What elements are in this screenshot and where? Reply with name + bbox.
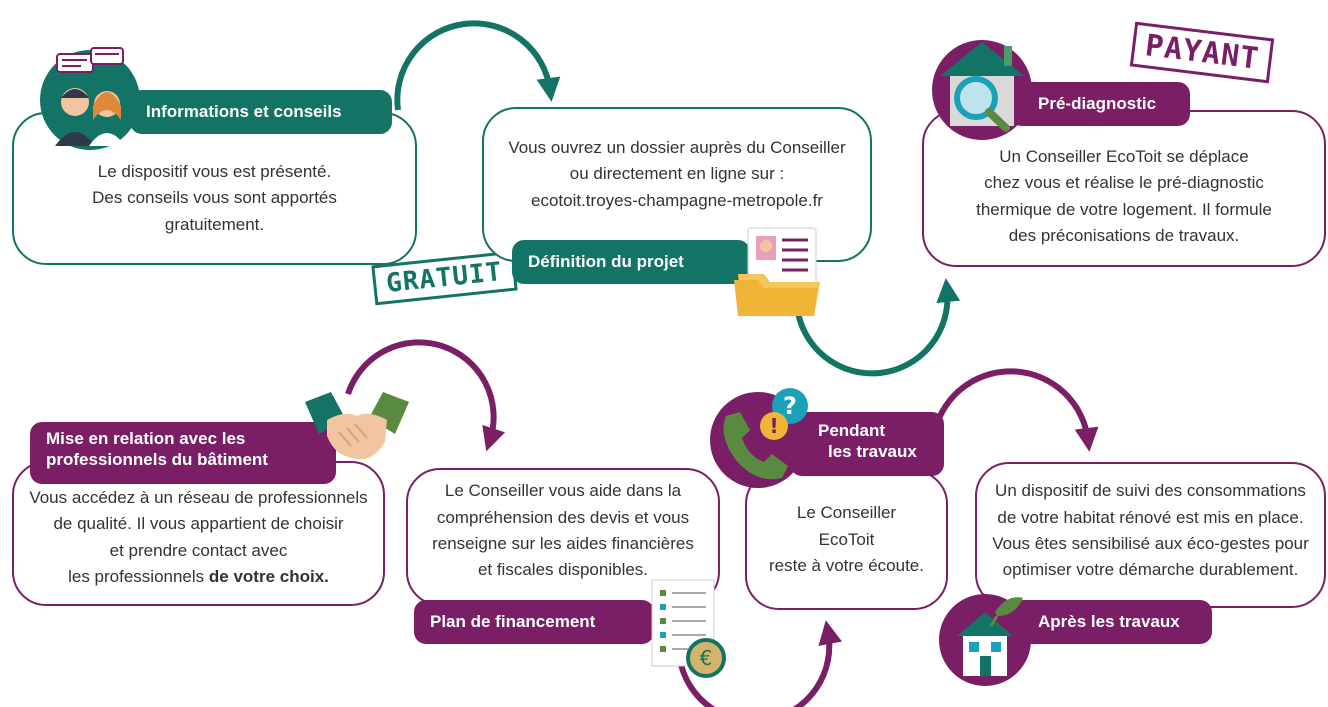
folder-document-icon xyxy=(734,227,820,316)
step3-line: chez vous et réalise le pré-diagnostic xyxy=(984,173,1264,193)
step2-title: Définition du projet xyxy=(512,240,750,284)
step1-line: Des conseils vous sont apportés xyxy=(92,188,337,208)
step3-title: Pré-diagnostic xyxy=(1010,82,1190,126)
step5-line: et fiscales disponibles. xyxy=(477,560,649,580)
step4-last-bold: de votre choix. xyxy=(208,566,329,586)
arc-step4-to-step5 xyxy=(345,339,506,452)
step1-title: Informations et conseils xyxy=(130,90,392,134)
step3-line: des préconisations de travaux. xyxy=(1008,225,1240,245)
step6-line: Le Conseiller xyxy=(796,503,897,523)
house-magnifier-icon xyxy=(932,40,1032,140)
step6-title-line1: Pendant xyxy=(818,421,886,440)
step3-line: Un Conseiller EcoToit se déplace xyxy=(999,146,1249,166)
step3-line: thermique de votre logement. Il formule xyxy=(976,199,1272,219)
step6-line: reste à votre écoute. xyxy=(769,556,924,576)
step2-line: ou directement en ligne sur : xyxy=(569,164,785,184)
step4-line: Vous accédez à un réseau de professionne… xyxy=(29,487,368,507)
step6-line: EcoToit xyxy=(818,529,875,549)
step7-line: Vous êtes sensibilisé aux éco-gestes pou… xyxy=(992,534,1309,553)
step2-line: Vous ouvrez un dossier auprès du Conseil… xyxy=(508,137,846,157)
step5-line: Le Conseiller vous aide dans la xyxy=(444,481,682,501)
arc-step5-to-step6 xyxy=(677,620,843,707)
arc-step1-to-step2 xyxy=(394,20,561,111)
step6-title: Pendant les travaux xyxy=(790,412,944,476)
step4-title: Mise en relation avec les professionnels… xyxy=(30,422,336,484)
step7-title: Après les travaux xyxy=(1012,600,1212,644)
step2-line: ecotoit.troyes-champagne-metropole.fr xyxy=(531,190,823,210)
step1-line: gratuitement. xyxy=(164,214,265,234)
step4-line: les professionnels de votre choix. xyxy=(29,564,367,590)
step5-title: Plan de financement xyxy=(414,600,654,644)
euro-symbol: € xyxy=(700,646,713,670)
question-mark: ? xyxy=(783,392,797,420)
step1-line: Le dispositif vous est présenté. xyxy=(97,161,332,181)
advisors-speech-icon xyxy=(40,47,140,150)
arc-step2-to-step3 xyxy=(794,278,961,377)
exclamation-mark: ! xyxy=(769,414,778,438)
step4-line: de qualité. Il vous appartient de choisi… xyxy=(53,514,344,534)
step5-line: compréhension des devis et vous xyxy=(436,507,690,527)
handshake-icon xyxy=(305,392,409,460)
phone-question-icon: ? ! xyxy=(710,388,808,488)
step7-line: Un dispositif de suivi des consommations xyxy=(995,481,1306,501)
step5-line: renseigne sur les aides financières xyxy=(432,534,694,553)
step6-box: Le Conseiller EcoToit reste à votre écou… xyxy=(745,470,948,610)
arc-step6-to-step7 xyxy=(932,368,1099,452)
step7-line: de votre habitat rénové est mis en place… xyxy=(997,507,1304,527)
step4-title-line2: professionnels du bâtiment xyxy=(46,450,268,470)
eco-house-icon xyxy=(939,594,1031,686)
step1-box: Le dispositif vous est présenté. Des con… xyxy=(12,112,417,265)
step7-line: optimiser votre démarche durablement. xyxy=(1002,560,1299,580)
step4-title-line1: Mise en relation avec les xyxy=(46,429,246,448)
step4-last-prefix: les professionnels xyxy=(68,566,209,586)
step7-box: Un dispositif de suivi des consommations… xyxy=(975,462,1326,608)
step6-title-line2: les travaux xyxy=(828,442,917,462)
step4-line: et prendre contact avec xyxy=(109,540,288,560)
document-euro-icon: € xyxy=(651,579,726,678)
step4-box: Vous accédez à un réseau de professionne… xyxy=(12,461,385,606)
